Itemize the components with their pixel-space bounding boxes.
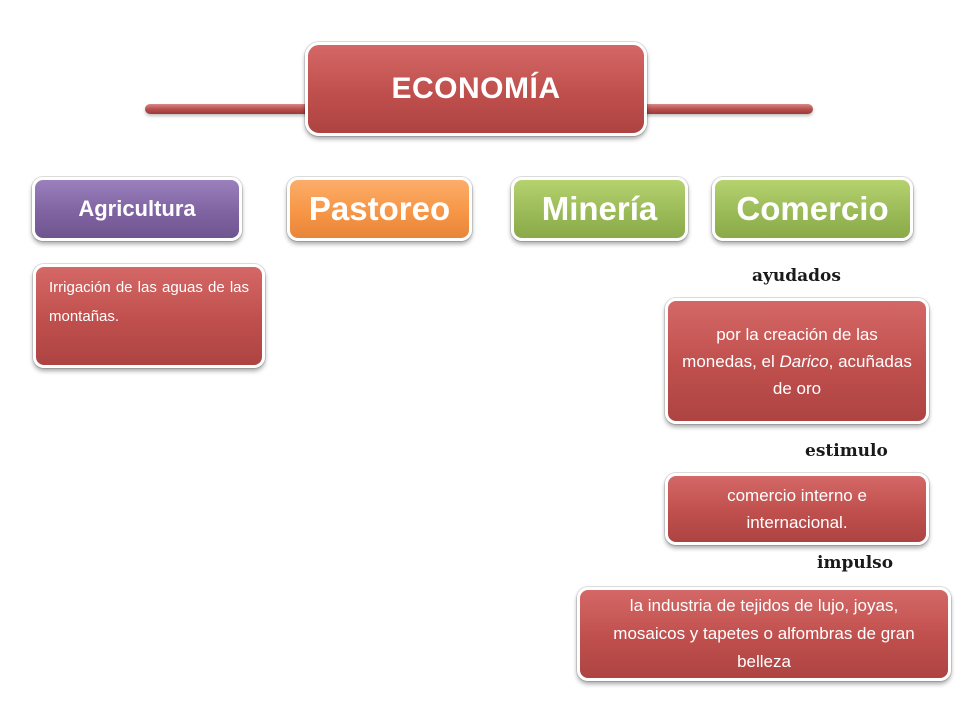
monedas-text-before: por la creación de las monedas, el xyxy=(682,324,878,371)
connector-estimulo: estimulo xyxy=(805,441,888,461)
comercio-interno-box: comercio interno e internacional. xyxy=(665,473,929,545)
monedas-text-after: , acuñadas de oro xyxy=(772,351,912,398)
comercio-label: Comercio xyxy=(736,190,889,227)
agricultura-description: Irrigación de las aguas de las montañas. xyxy=(49,279,249,325)
economia-title-box: ECONOMÍA xyxy=(305,42,647,136)
comercio-interno-text: comercio interno e internacional. xyxy=(727,486,867,532)
agricultura-label: Agricultura xyxy=(78,196,196,221)
agricultura-description-box: Irrigación de las aguas de las montañas. xyxy=(33,264,265,368)
connector-impulso: impulso xyxy=(817,553,894,573)
industria-text: la industria de tejidos de lujo, joyas, … xyxy=(613,596,915,671)
darico-italic: Darico xyxy=(779,351,829,371)
pastoreo-label: Pastoreo xyxy=(308,190,451,227)
pastoreo-box: Pastoreo xyxy=(287,177,472,241)
agricultura-box: Agricultura xyxy=(32,177,242,241)
monedas-box: por la creación de las monedas, el Daric… xyxy=(665,298,929,424)
mineria-label: Minería xyxy=(541,190,658,227)
economia-title: ECONOMÍA xyxy=(391,72,561,105)
monedas-text: por la creación de las monedas, el Daric… xyxy=(680,321,914,402)
industria-box: la industria de tejidos de lujo, joyas, … xyxy=(577,587,951,681)
connector-ayudados: ayudados xyxy=(752,266,841,286)
mineria-box: Minería xyxy=(511,177,688,241)
comercio-box: Comercio xyxy=(712,177,913,241)
